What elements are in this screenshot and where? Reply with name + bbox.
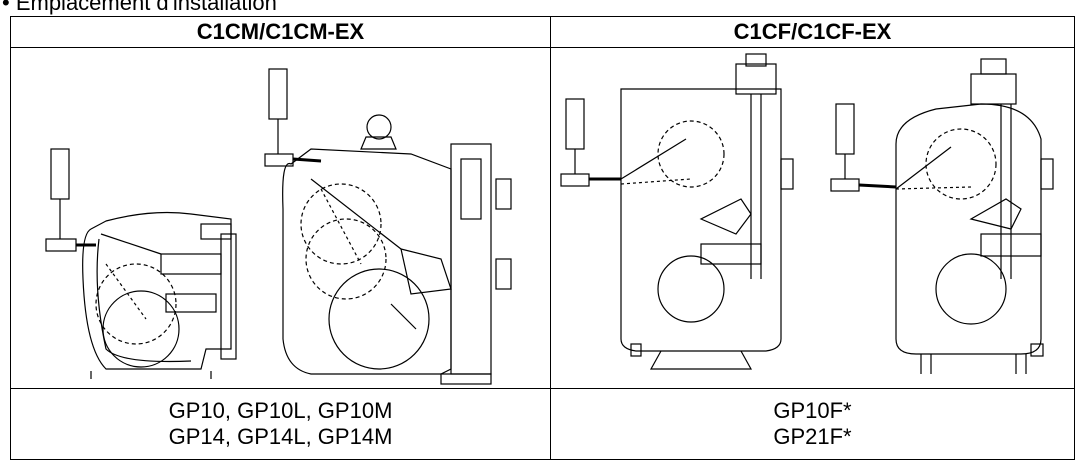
models-row: GP10, GP10L, GP10M GP14, GP14L, GP14M GP… [10,388,1075,460]
c1cf-diagram-cell [550,47,1075,389]
c1cf-installation-drawing [560,53,1054,374]
column-header-c1cf: C1CF/C1CF-EX [550,16,1075,48]
column-header-c1cm: C1CM/C1CM-EX [10,16,551,48]
c1cf-model-line: GP10F* [773,398,852,423]
small-trap-drawing [45,148,237,379]
header-row: C1CM/C1CM-EX C1CF/C1CF-EX [10,16,1075,48]
large-trap-drawing [264,68,512,385]
installation-table: C1CM/C1CM-EX C1CF/C1CF-EX [10,16,1075,460]
right-tank-drawing [830,58,1054,374]
c1cm-models-cell: GP10, GP10L, GP10M GP14, GP14L, GP14M [10,388,551,460]
c1cm-model-line: GP10, GP10L, GP10M [168,398,393,423]
c1cf-model-line: GP21F* [773,424,852,449]
caption: • Emplacement d'installation [2,0,277,15]
left-tank-drawing [560,53,794,370]
c1cm-installation-drawing [45,68,512,385]
c1cm-model-line: GP14, GP14L, GP14M [168,424,393,449]
diagram-row [10,47,1075,389]
c1cm-diagram-cell [10,47,551,389]
c1cf-models-cell: GP10F* GP21F* [550,388,1075,460]
